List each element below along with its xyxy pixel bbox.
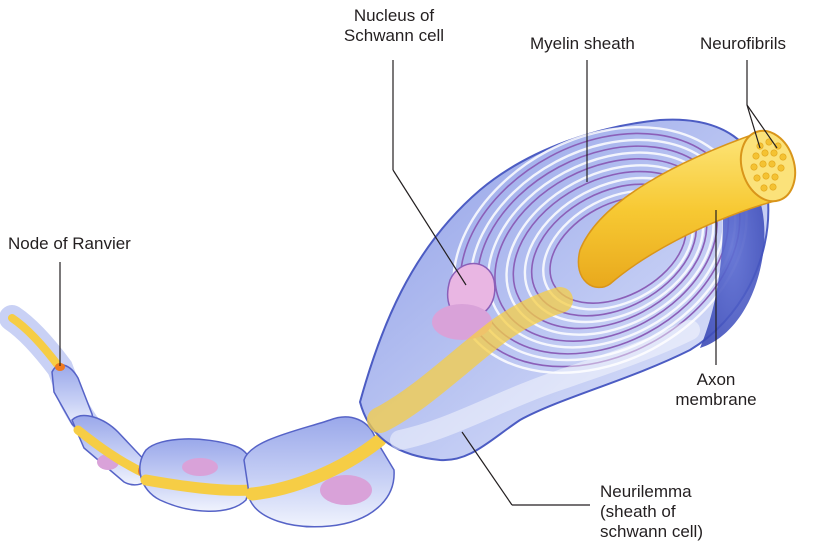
label-node-text: Node of Ranvier — [8, 234, 131, 254]
label-nucleus-line2: Schwann cell — [326, 26, 462, 46]
label-neurilemma: Neurilemma (sheath of schwann cell) — [600, 482, 703, 542]
label-neurofibrils-text: Neurofibrils — [700, 34, 786, 54]
label-nucleus-line1: Nucleus of — [326, 6, 462, 26]
label-neurilemma-line1: Neurilemma — [600, 482, 703, 502]
schwann-segment-middle — [140, 439, 253, 511]
label-axon-line2: membrane — [668, 390, 764, 410]
label-neurilemma-line2: (sheath of — [600, 502, 703, 522]
label-neurofibrils: Neurofibrils — [700, 34, 786, 54]
schwann-segment-small — [52, 365, 151, 485]
label-myelin-text: Myelin sheath — [530, 34, 635, 54]
label-node-of-ranvier: Node of Ranvier — [8, 234, 131, 254]
label-axon-membrane: Axon membrane — [668, 370, 764, 410]
label-neurilemma-line3: schwann cell) — [600, 522, 703, 542]
label-axon-line1: Axon — [668, 370, 764, 390]
label-myelin-sheath: Myelin sheath — [530, 34, 635, 54]
label-nucleus-of-schwann-cell: Nucleus of Schwann cell — [326, 6, 462, 46]
schwann-segment-large — [244, 417, 394, 527]
